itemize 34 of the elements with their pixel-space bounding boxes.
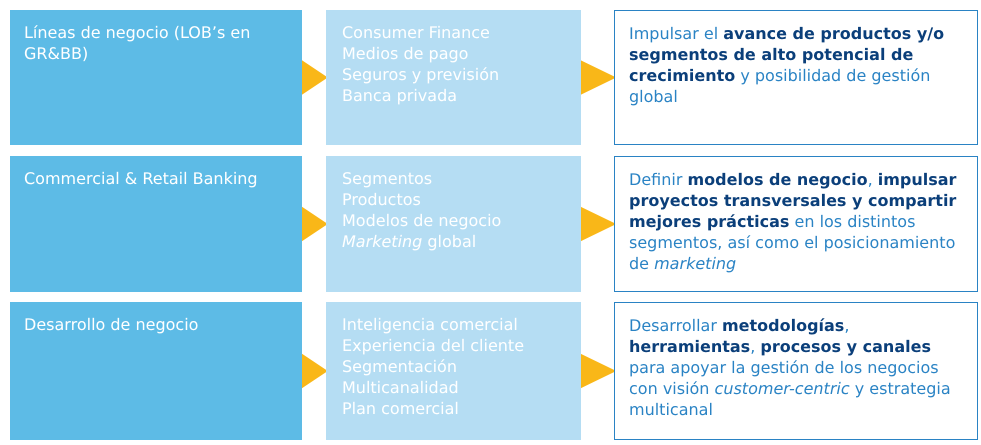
topic-list-box [326,10,581,145]
category-box [10,302,302,440]
list-item: Multicanalidad [342,377,460,398]
list-item: Productos [342,189,422,210]
objective-text: Desarrollar metodologías, herramientas, procesos y canales para apoyar la gestión de los negocios con visión customer-centric y estrategia multicanal [629,315,952,420]
category-title: Desarrollo de negocio [24,314,200,335]
category-box [10,10,302,145]
topic-list-box [326,302,581,440]
category-box [10,156,302,292]
list-item: Marketing global [342,231,478,252]
category-title: Commercial & Retail Banking [24,168,259,189]
chevron-arrow [580,206,616,242]
list-item: Modelos de negocio [342,210,502,231]
list-item: Medios de pago [342,43,470,64]
category-title: Líneas de negocio (LOB’s en GR&BB) [24,22,252,64]
list-item: Segmentación [342,356,458,377]
list-item: Inteligencia comercial [342,314,519,335]
list-item: Consumer Finance [342,22,491,43]
objective-box [614,156,978,292]
objective-box [614,10,978,145]
objective-box [614,302,978,440]
list-item: Plan comercial [342,398,460,419]
list-item: Segmentos [342,168,434,189]
list-item: Seguros y previsión [342,64,500,85]
list-item: Banca privada [342,85,458,106]
chevron-arrow [301,60,328,96]
objective-text: Definir modelos de negocio, impulsar proyectos transversales y compartir mejores prácticas en los distintos segmentos, así como el posicionamiento de marketing [629,169,958,274]
list-item: Experiencia del cliente [342,335,526,356]
chevron-arrow [580,60,616,96]
chevron-arrow [301,206,328,242]
objective-text: Impulsar el avance de productos y/o segmentos de alto potencial de crecimiento y posibilidad de gestión global [629,23,946,107]
chevron-arrow [580,353,616,389]
chevron-arrow [301,353,328,389]
topic-list-box [326,156,581,292]
